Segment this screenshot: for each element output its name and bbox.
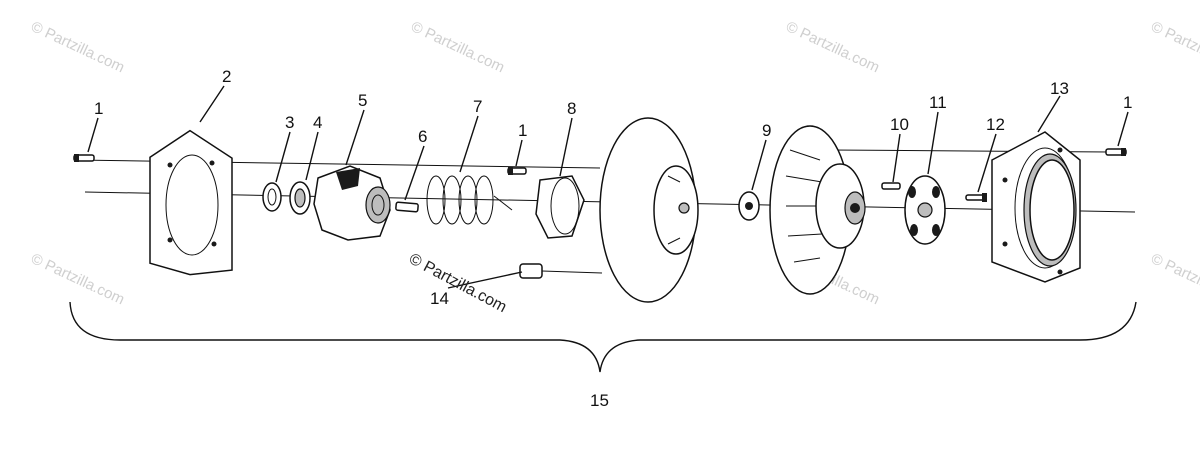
watermark-text: © Partzilla.com — [28, 250, 127, 308]
part-moveable-sheave — [769, 125, 866, 295]
callout-5: 5 — [358, 91, 367, 110]
part-spider — [904, 175, 946, 245]
part-spring — [426, 175, 513, 225]
watermark-text: © Partzilla.com — [28, 18, 127, 76]
callout-8: 8 — [567, 99, 576, 118]
part-pin-10 — [881, 182, 901, 190]
assembly-bracket — [69, 301, 1137, 373]
callout-1: 1 — [94, 99, 103, 118]
part-bolt-right — [1105, 148, 1127, 156]
watermark-text: © Partzilla.com — [408, 18, 507, 76]
callout-10: 10 — [890, 115, 909, 134]
part-snap-ring — [262, 182, 282, 212]
callout-13: 13 — [1050, 79, 1069, 98]
watermark-text: © Partzilla.com — [1148, 250, 1200, 308]
callout-labels: 1 2 3 4 5 6 7 1 8 9 10 11 12 13 1 14 15 — [94, 67, 1132, 410]
part-bushing — [535, 175, 585, 239]
part-grease-fitting — [519, 263, 603, 279]
callout-3: 3 — [285, 113, 294, 132]
callout-7: 7 — [473, 97, 482, 116]
watermark-text: © Partzilla.com — [1148, 18, 1200, 76]
center-watermark-text: © Partzilla.com — [406, 251, 509, 317]
part-screw-12 — [965, 193, 987, 202]
part-stationary-sheave — [599, 117, 699, 303]
callout-1-middle: 1 — [518, 121, 527, 140]
leader-lines — [87, 85, 1129, 289]
part-washer — [289, 181, 311, 215]
callout-15: 15 — [590, 391, 609, 410]
callout-2: 2 — [222, 67, 231, 86]
callout-11: 11 — [929, 93, 947, 112]
part-bolt-middle — [507, 167, 527, 175]
callout-9: 9 — [762, 121, 771, 140]
part-bolt-left — [73, 154, 95, 162]
watermark-text: © Partzilla.com — [783, 18, 882, 76]
part-washer-9 — [738, 191, 760, 221]
callout-1-right: 1 — [1123, 93, 1132, 112]
part-outer-cover — [991, 131, 1081, 283]
callout-4: 4 — [313, 113, 322, 132]
part-cover-plate — [149, 129, 233, 276]
callout-6: 6 — [418, 127, 427, 146]
part-cam — [313, 165, 391, 241]
part-pin — [395, 201, 419, 213]
callout-14: 14 — [430, 289, 449, 308]
callout-12: 12 — [986, 115, 1005, 134]
